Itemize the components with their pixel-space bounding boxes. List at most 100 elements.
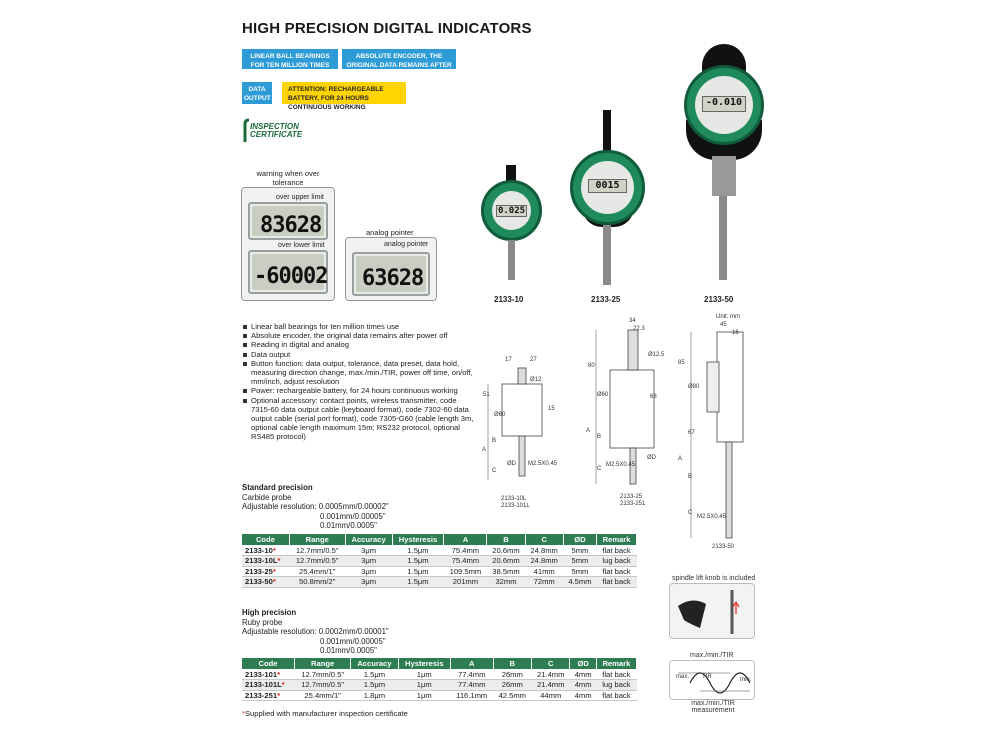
high-precision-block: High precision Ruby probe Adjustable res… xyxy=(242,608,389,656)
feature-list: Linear ball bearings for ten million tim… xyxy=(242,322,477,442)
feature-item: Absolute encoder, the original data rema… xyxy=(242,331,477,340)
column-header: A xyxy=(443,534,488,545)
tir-max: max. xyxy=(676,674,690,680)
table-cell: 25.4mm/1" xyxy=(294,690,351,701)
table-cell: 21.4mm xyxy=(531,669,570,680)
table-cell: 25.4mm/1" xyxy=(289,566,346,577)
table-cell: 5mm xyxy=(563,545,597,556)
inspection-certificate-icon xyxy=(243,118,250,142)
gauge-body xyxy=(712,156,736,196)
feature-tag-encoder: ABSOLUTE ENCODER, THE ORIGINAL DATA REMA… xyxy=(342,49,456,78)
lower-limit-label: over lower limit xyxy=(278,242,325,249)
table-cell: 4mm xyxy=(569,690,597,701)
table-cell: 1.5μm xyxy=(350,669,399,680)
dim-label: Ø80 xyxy=(688,384,700,390)
certificate-star: * xyxy=(272,545,276,555)
drawing-caption: 2133-101L xyxy=(501,503,530,509)
certificate-star: * xyxy=(281,680,285,690)
table-cell: 77.4mm xyxy=(450,669,494,680)
dim-label: 67 xyxy=(688,430,695,436)
table-cell: 5mm xyxy=(563,566,597,577)
table-cell: 42.5mm xyxy=(493,690,532,701)
table-cell: 1μm xyxy=(398,669,451,680)
model-label: 2133-50 xyxy=(704,295,734,304)
code-value: 2133-10 xyxy=(245,545,273,555)
feature-tag-battery: ATTENTION: RECHARGEABLE BATTERY, FOR 24 … xyxy=(282,82,406,111)
dim-label: 17 xyxy=(505,357,512,363)
warning-display-panel: 83628 over upper limit -60002 over lower… xyxy=(241,187,335,301)
upper-limit-value: 83628 xyxy=(260,213,322,238)
gauge-stem xyxy=(508,240,515,280)
warning-caption: warning when over tolerance xyxy=(256,169,320,187)
dim-label: 15 xyxy=(548,406,555,412)
indicator-2133-25-image: 0015 xyxy=(570,150,645,225)
table-cell: 109.5mm xyxy=(443,566,487,577)
table-cell: 12.7mm/0.5" xyxy=(289,545,346,556)
gauge-cap xyxy=(506,165,516,183)
feature-item: Reading in digital and analog xyxy=(242,340,477,349)
code-cell: 2133-25* xyxy=(242,566,290,577)
spindle-knob-icon xyxy=(678,590,740,634)
high-res-label: Adjustable resolution: xyxy=(242,627,317,636)
column-header: Hysteresis xyxy=(392,534,445,545)
indicator-reading: 0.025 xyxy=(496,205,527,217)
indicator-2133-10-image: 0.025 xyxy=(481,180,542,241)
table-cell: 50.8mm/2" xyxy=(289,576,346,588)
dim-label: C xyxy=(492,468,497,474)
code-cell: 2133-251* xyxy=(242,690,295,701)
dim-label: ØD xyxy=(507,461,516,467)
dim-label: C xyxy=(688,510,693,516)
indicator-reading: -0.010 xyxy=(702,96,746,112)
analog-caption: analog pointer xyxy=(366,228,414,237)
table-cell: flat back xyxy=(596,566,637,577)
table-cell: 20.6mm xyxy=(486,545,526,556)
column-header: Code xyxy=(242,534,290,545)
standard-res-label: Adjustable resolution: xyxy=(242,502,317,511)
dim-label: 80 xyxy=(588,363,595,369)
dim-label: 22.3 xyxy=(633,326,645,332)
dim-label: A xyxy=(482,447,487,453)
drawing-caption: 2133-50 xyxy=(712,544,735,550)
dim-label: 45 xyxy=(720,322,727,328)
dim-label: A xyxy=(678,456,683,462)
table-cell: 1.8μm xyxy=(350,690,399,701)
column-header: C xyxy=(531,658,571,669)
column-header: Range xyxy=(289,534,346,545)
standard-heading: Standard precision xyxy=(242,483,313,492)
table-cell: 12.7mm/0.5" xyxy=(289,555,346,567)
feature-tag-bearings: LINEAR BALL BEARINGS FOR TEN MILLION TIM… xyxy=(242,49,338,78)
drawing-2133-10l xyxy=(487,367,543,480)
table-cell: 72mm xyxy=(525,576,564,588)
dim-label: A xyxy=(586,428,591,434)
column-header: Remark xyxy=(596,534,637,545)
drawing-caption: 2133-10L xyxy=(501,496,527,502)
lower-limit-value: -60002 xyxy=(254,264,328,289)
column-header: ØD xyxy=(563,534,598,545)
dim-label: Ø60 xyxy=(597,392,609,398)
dim-label: 34 xyxy=(629,318,636,324)
feature-tag-output: DATA OUTPUT xyxy=(242,82,272,104)
table-cell: 4.5mm xyxy=(563,576,597,588)
table-cell: 3μm xyxy=(345,555,393,567)
table-cell: 4mm xyxy=(569,679,597,691)
analog-lcd: 63628 xyxy=(352,252,430,296)
certificate-star: * xyxy=(272,577,276,587)
column-header: B xyxy=(493,658,533,669)
standard-res-3: 0.01mm/0.0005" xyxy=(320,521,377,530)
code-value: 2133-251 xyxy=(245,690,278,700)
code-cell: 2133-101L* xyxy=(242,679,295,691)
column-header: Accuracy xyxy=(350,658,399,669)
feature-item: Power: rechargeable battery, for 24 hour… xyxy=(242,386,477,395)
drawing-caption: 2133-25 xyxy=(620,494,643,500)
indicator-2133-50-image: -0.010 xyxy=(684,65,764,145)
analog-label: analog pointer xyxy=(384,241,429,248)
table-cell: 5mm xyxy=(563,555,597,567)
table-cell: 1.5μm xyxy=(392,555,444,567)
table-cell: flat back xyxy=(596,669,637,680)
dim-label: B xyxy=(688,474,693,480)
